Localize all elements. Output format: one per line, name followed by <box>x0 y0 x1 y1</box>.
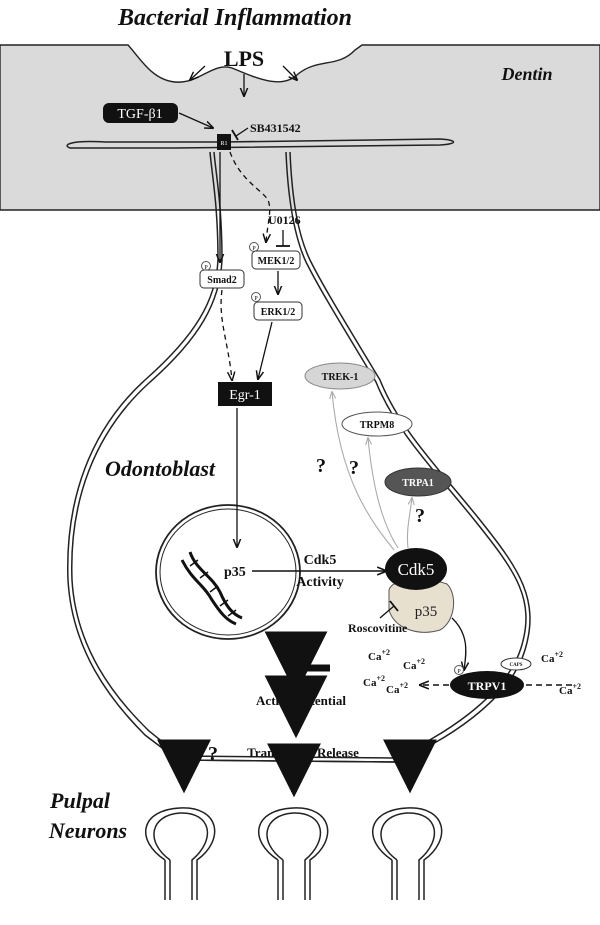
phospho-trpv1-label: P <box>457 669 461 675</box>
question-trpm8: ? <box>349 457 359 479</box>
egr1-box <box>218 382 272 406</box>
egr1-label: Egr-1 <box>229 388 261 403</box>
smad2-label: Smad2 <box>207 275 236 286</box>
transmitter-release-label: Transmitter Release <box>247 745 359 760</box>
smad2-box <box>199 269 245 289</box>
calcium-ions: Ca+2 Ca+2 Ca+2 Ca+2 Ca+2 Ca+2 <box>363 648 581 697</box>
action-potential-label: Action Potential <box>256 693 346 708</box>
lps-label: LPS <box>224 46 264 71</box>
p35-nucleus-label: p35 <box>224 565 246 580</box>
lps-arrows <box>190 65 297 96</box>
phospho-mek-label: P <box>252 246 256 252</box>
trek1-label: TREK-1 <box>322 372 359 383</box>
phospho-erk <box>251 292 261 302</box>
tgf-beta1-box <box>103 103 178 123</box>
odontoblast-membrane <box>66 138 531 763</box>
phospho-smad-label: P <box>204 265 208 271</box>
transmitter-question: ? <box>208 743 218 765</box>
phospho-erk-label: P <box>254 296 258 302</box>
receptor-label: R1 <box>220 141 227 147</box>
p35-label: p35 <box>415 604 438 620</box>
question-trpa1: ? <box>415 505 425 527</box>
u0126-label: U0126 <box>268 213 301 227</box>
pulpal-neurons-line1: Pulpal <box>49 788 111 813</box>
mek-label: MEK1/2 <box>258 256 295 267</box>
caps-label: CAPS <box>509 663 522 668</box>
action-potential-bent-arrow <box>264 631 330 695</box>
roscovitine-label: Roscovitine <box>348 621 408 635</box>
trpa1-label: TRPA1 <box>402 478 433 489</box>
phospho-trpv1 <box>454 665 464 675</box>
svg-text:Ca+2: Ca+2 <box>363 674 385 689</box>
capsaicin-molecule <box>500 657 532 671</box>
tgf-beta1-label: TGF-β1 <box>117 107 162 122</box>
erk-label: ERK1/2 <box>261 307 295 318</box>
cdk5-protein <box>385 548 447 590</box>
trpm8-channel <box>341 411 413 437</box>
release-arrows <box>157 739 437 798</box>
uncertain-channel-arrows <box>332 392 412 551</box>
trek1-channel <box>304 362 376 390</box>
dna-helix-icon <box>180 551 243 626</box>
odontoblast-label: Odontoblast <box>105 456 216 481</box>
erk-box <box>253 301 303 321</box>
svg-text:Ca+2: Ca+2 <box>559 682 581 697</box>
dentin-label: Dentin <box>500 64 552 84</box>
sb431542-label: SB431542 <box>250 121 301 135</box>
trpv1-label: TRPV1 <box>468 679 507 693</box>
dentin-band <box>0 44 600 211</box>
cdk5-activity-line1: Cdk5 <box>304 553 337 568</box>
pulpal-neurons-line2: Neurons <box>48 818 127 843</box>
trpv1-channel <box>450 671 524 699</box>
svg-text:Ca+2: Ca+2 <box>368 648 390 663</box>
trpm8-label: TRPM8 <box>360 420 394 431</box>
svg-text:Ca+2: Ca+2 <box>541 650 563 665</box>
diagram-title: Bacterial Inflammation <box>117 5 352 31</box>
question-trek: ? <box>316 455 326 477</box>
nucleus <box>155 504 301 640</box>
trpa1-channel <box>384 467 452 497</box>
mek-box <box>251 250 301 270</box>
svg-text:Ca+2: Ca+2 <box>403 657 425 672</box>
cdk5-activity-line2: Activity <box>296 575 343 590</box>
cdk5-label: Cdk5 <box>398 560 435 579</box>
tgf-receptor <box>217 134 231 150</box>
svg-text:Ca+2: Ca+2 <box>386 681 408 696</box>
